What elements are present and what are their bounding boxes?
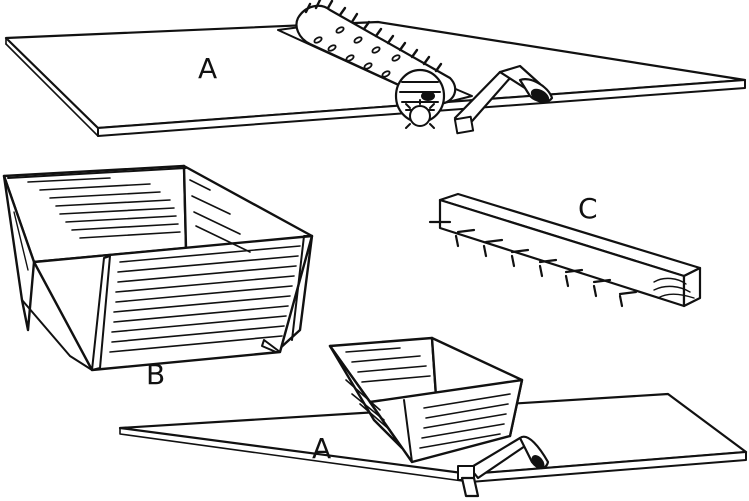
top-board-edge-left-bottom [5, 43, 99, 137]
roller-peg-sockets [313, 26, 409, 86]
box-back-wall [2, 164, 188, 264]
top-crank-handle [453, 64, 554, 135]
hopper-front-edge [403, 399, 413, 463]
bottom-board-assembly: A [118, 336, 748, 498]
top-board-with-roller: A [4, 0, 747, 137]
hopper-front-wall [368, 378, 524, 464]
peg-strip-end [682, 266, 702, 308]
peg-strip: C [428, 192, 702, 308]
roller-pegs [304, 0, 443, 73]
peg-strip-endgrain [653, 277, 695, 299]
box-left-grain [9, 191, 31, 271]
hopper-back-grain [345, 347, 431, 383]
hopper-left-grain [345, 379, 391, 431]
label-strip: C [578, 192, 598, 225]
box-front-left-leg [91, 255, 111, 371]
bottom-board-edge-left [119, 427, 471, 483]
hopper-front-grain [419, 393, 511, 449]
label-box: B [146, 358, 165, 391]
box-rim [7, 167, 313, 341]
box-right-grain [189, 179, 251, 253]
label-board-bottom: A [312, 432, 331, 465]
roller-end-wheel [394, 68, 446, 124]
drive-gear [405, 99, 435, 129]
label-board-top: A [198, 52, 217, 85]
hopper-box: B [2, 164, 314, 391]
box-right-leg [261, 339, 281, 353]
box-bottom-left [21, 299, 93, 371]
box-front-grain [109, 245, 301, 353]
box-back-grain [27, 177, 181, 239]
bottom-crank-handle [457, 435, 550, 498]
peg-strip-pegs [428, 220, 638, 308]
